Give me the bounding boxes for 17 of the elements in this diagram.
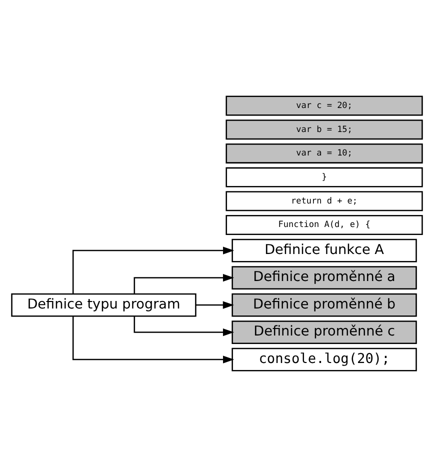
node-box: return d + e; — [226, 190, 423, 211]
node-box: Definice proměnné a — [232, 266, 417, 289]
node-box: Definice typu program — [11, 292, 196, 316]
arrow — [134, 316, 234, 336]
node-box: var b = 15; — [226, 119, 423, 140]
node-box: Definice proměnné b — [232, 292, 417, 316]
node-box: Definice funkce A — [232, 238, 417, 262]
arrow — [134, 273, 234, 294]
node-box: Definice proměnné c — [232, 320, 417, 344]
node-box: Function A(d, e) { — [226, 214, 423, 234]
node-box: var a = 10; — [226, 142, 423, 163]
arrow — [72, 246, 234, 294]
node-box: console.log(20); — [232, 347, 417, 371]
arrow — [196, 300, 234, 308]
arrow — [72, 316, 234, 363]
node-box: var c = 20; — [226, 95, 423, 116]
node-box: } — [226, 166, 423, 187]
